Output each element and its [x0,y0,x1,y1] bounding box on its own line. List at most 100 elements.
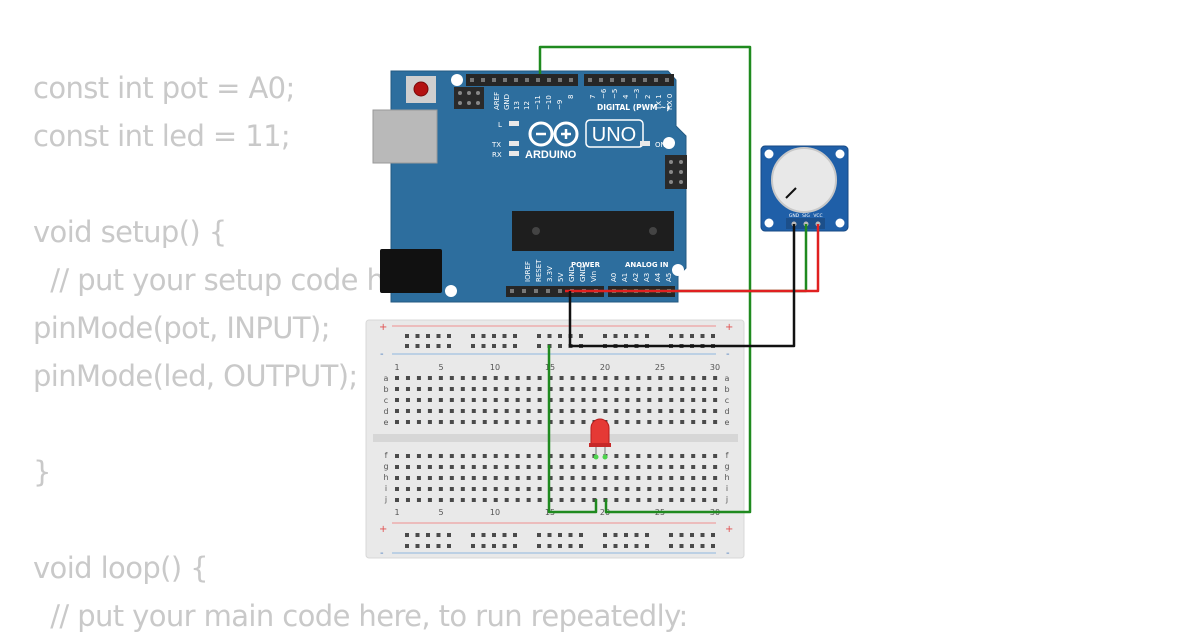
breadboard-hole[interactable] [493,487,498,491]
breadboard-hole[interactable] [614,376,619,380]
breadboard-hole[interactable] [427,376,432,380]
rail-hole[interactable] [502,344,507,348]
breadboard-hole[interactable] [559,465,564,469]
rail-hole[interactable] [711,533,715,537]
breadboard-hole[interactable] [416,420,421,424]
rail-hole[interactable] [558,533,562,537]
breadboard-hole[interactable] [713,387,718,391]
breadboard-hole[interactable] [713,487,718,491]
rail-hole[interactable] [669,544,673,548]
breadboard-hole[interactable] [449,498,454,502]
breadboard-hole[interactable] [460,409,465,413]
breadboard-hole[interactable] [515,454,520,458]
rail-hole[interactable] [700,334,705,338]
breadboard-hole[interactable] [603,487,608,491]
breadboard-hole[interactable] [405,476,410,480]
breadboard-hole[interactable] [614,454,619,458]
rail-hole[interactable] [447,344,451,348]
breadboard-hole[interactable] [636,454,641,458]
breadboard-hole[interactable] [515,465,520,469]
header-pin[interactable] [643,78,647,82]
wire-pin11-to-led[interactable] [538,45,752,514]
breadboard-hole[interactable] [471,376,476,380]
rail-hole[interactable] [711,334,715,338]
rail-hole[interactable] [711,544,715,548]
breadboard-hole[interactable] [625,387,630,391]
breadboard-hole[interactable] [592,398,597,402]
rail-hole[interactable] [513,533,517,537]
header-pin[interactable] [514,78,518,82]
header-pin[interactable] [610,78,614,82]
rail-hole[interactable] [447,544,451,548]
rail-hole[interactable] [624,334,628,338]
breadboard-hole[interactable] [614,398,619,402]
breadboard-hole[interactable] [669,476,674,480]
breadboard-hole[interactable] [471,498,476,502]
breadboard-hole[interactable] [592,387,597,391]
breadboard-hole[interactable] [438,487,443,491]
breadboard-hole[interactable] [702,476,707,480]
breadboard-hole[interactable] [636,387,641,391]
rail-hole[interactable] [579,533,583,537]
breadboard-hole[interactable] [548,487,553,491]
breadboard-hole[interactable] [515,476,520,480]
breadboard-hole[interactable] [658,498,663,502]
breadboard-hole[interactable] [570,398,575,402]
breadboard-hole[interactable] [559,454,564,458]
rail-hole[interactable] [558,334,562,338]
rail-hole[interactable] [690,544,694,548]
breadboard-hole[interactable] [515,387,520,391]
breadboard-hole[interactable] [625,476,630,480]
breadboard-hole[interactable] [471,387,476,391]
breadboard-hole[interactable] [570,476,575,480]
breadboard-hole[interactable] [636,487,641,491]
breadboard-hole[interactable] [416,387,421,391]
breadboard-hole[interactable] [427,398,432,402]
breadboard-hole[interactable] [482,487,487,491]
breadboard-hole[interactable] [680,420,685,424]
breadboard-hole[interactable] [680,454,685,458]
breadboard-hole[interactable] [471,476,476,480]
rail-hole[interactable] [502,544,507,548]
breadboard-hole[interactable] [416,476,421,480]
breadboard-hole[interactable] [504,387,509,391]
reset-button[interactable] [413,81,429,97]
breadboard-hole[interactable] [658,487,663,491]
breadboard-hole[interactable] [438,398,443,402]
breadboard-hole[interactable] [405,387,410,391]
rail-hole[interactable] [405,344,409,348]
rail-hole[interactable] [679,533,684,537]
breadboard-hole[interactable] [702,454,707,458]
header-pin[interactable] [558,78,562,82]
breadboard-hole[interactable] [570,409,575,413]
breadboard-hole[interactable] [460,398,465,402]
breadboard-hole[interactable] [669,498,674,502]
rail-hole[interactable] [415,544,420,548]
rail-hole[interactable] [471,544,475,548]
breadboard-hole[interactable] [460,376,465,380]
breadboard-hole[interactable] [658,398,663,402]
breadboard-hole[interactable] [603,476,608,480]
breadboard-hole[interactable] [614,420,619,424]
breadboard-hole[interactable] [702,420,707,424]
rail-hole[interactable] [537,544,541,548]
wires[interactable] [538,45,820,514]
breadboard-hole[interactable] [537,376,542,380]
breadboard-hole[interactable] [625,420,630,424]
breadboard-hole[interactable] [395,387,399,391]
breadboard-hole[interactable] [449,487,454,491]
breadboard-hole[interactable] [471,465,476,469]
header-pin[interactable] [470,78,474,82]
breadboard-hole[interactable] [449,420,454,424]
rail-hole[interactable] [558,344,562,348]
breadboard-hole[interactable] [691,476,696,480]
breadboard-hole[interactable] [669,409,674,413]
rail-hole[interactable] [558,544,562,548]
rail-hole[interactable] [426,544,430,548]
breadboard-hole[interactable] [713,498,718,502]
rail-hole[interactable] [426,344,430,348]
breadboard-hole[interactable] [405,398,410,402]
rail-hole[interactable] [700,533,705,537]
header-pin[interactable] [547,78,551,82]
